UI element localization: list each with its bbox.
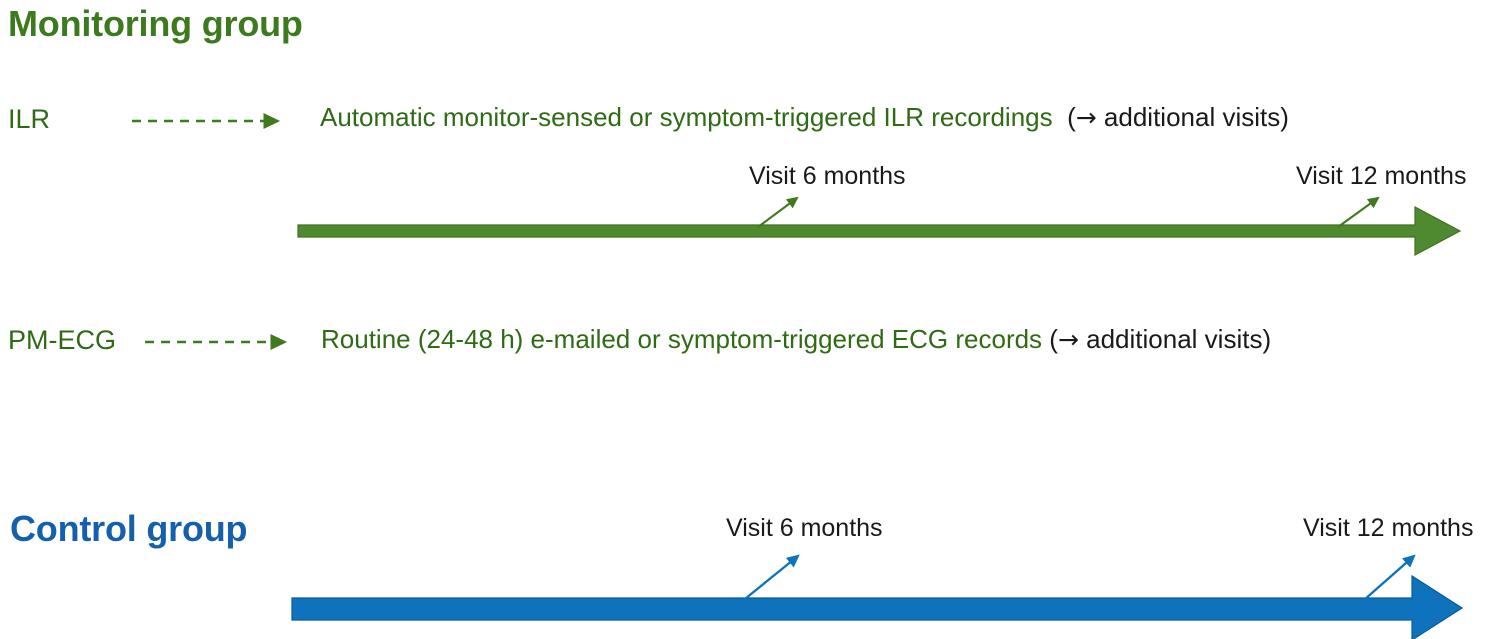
right-arrow-icon: → bbox=[1057, 325, 1079, 354]
monitoring-visit-12-months-label: Visit 12 months bbox=[1296, 162, 1467, 190]
control-group-title: Control group bbox=[10, 508, 248, 549]
pm-ecg-description: Routine (24-48 h) e-mailed or symptom-tr… bbox=[321, 326, 1271, 352]
additional-visits-text: additional visits) bbox=[1078, 324, 1272, 354]
control-visit-6-months-label: Visit 6 months bbox=[726, 514, 883, 542]
ilr-label: ILR bbox=[8, 104, 51, 134]
control-timeline-arrow bbox=[291, 574, 1464, 639]
pm-ecg-label: PM-ECG bbox=[8, 325, 116, 355]
monitoring-visit-6-months-label: Visit 6 months bbox=[749, 162, 906, 190]
ilr-description-green: Automatic monitor-sensed or symptom-trig… bbox=[320, 102, 1053, 132]
control-visit6-pointer bbox=[734, 554, 800, 608]
monitoring-timeline-arrow bbox=[297, 206, 1462, 256]
pm-ecg-additional-visits-note: (→ additional visits) bbox=[1049, 324, 1271, 354]
ilr-description: Automatic monitor-sensed or symptom-trig… bbox=[320, 104, 1289, 130]
control-visit-12-months-label: Visit 12 months bbox=[1303, 514, 1474, 542]
control-visit12-pointer bbox=[1355, 554, 1416, 608]
ilr-additional-visits-note: (→ additional visits) bbox=[1053, 102, 1289, 132]
monitoring-group-title: Monitoring group bbox=[8, 3, 303, 44]
paren-open: ( bbox=[1049, 324, 1058, 354]
monitoring-visit6-pointer bbox=[757, 196, 799, 228]
monitoring-visit12-pointer bbox=[1337, 196, 1380, 228]
right-arrow-icon: → bbox=[1075, 103, 1097, 132]
additional-visits-text: additional visits) bbox=[1096, 102, 1289, 132]
pm-ecg-description-green: Routine (24-48 h) e-mailed or symptom-tr… bbox=[321, 324, 1050, 354]
paren-open: ( bbox=[1067, 102, 1076, 132]
